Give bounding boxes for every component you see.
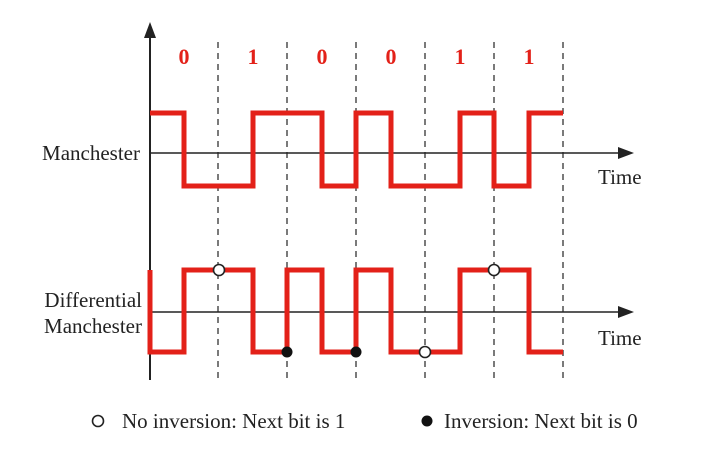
bit-boundaries	[217, 42, 564, 382]
differential-time-arrow-icon	[618, 306, 634, 318]
bit-label-2: 1	[248, 44, 259, 69]
differential-label-line2: Manchester	[44, 314, 142, 338]
differential-signal	[147, 267, 563, 355]
differential-label-line1: Differential	[44, 288, 142, 312]
bit-label-4: 0	[386, 44, 397, 69]
legend-inversion: Inversion: Next bit is 0	[444, 409, 638, 433]
inversion-marker	[350, 346, 362, 358]
no-inversion-marker	[418, 345, 432, 359]
bit-label-3: 0	[317, 44, 328, 69]
no-inversion-marker	[212, 263, 226, 277]
differential-time-label: Time	[598, 326, 642, 350]
manchester-time-arrow-icon	[618, 147, 634, 159]
no-inversion-marker	[487, 263, 501, 277]
inversion-marker	[281, 346, 293, 358]
bit-label-1: 0	[179, 44, 190, 69]
manchester-time-label: Time	[598, 165, 642, 189]
filled-circle-icon	[421, 415, 433, 427]
vertical-axis-arrow-icon	[144, 22, 156, 38]
legend: No inversion: Next bit is 1 Inversion: N…	[91, 409, 638, 433]
manchester-label: Manchester	[42, 141, 140, 165]
manchester-signal	[150, 110, 563, 189]
open-circle-icon	[91, 414, 105, 428]
legend-no-inversion: No inversion: Next bit is 1	[122, 409, 345, 433]
bit-labels: 0 1 0 0 1 1	[179, 44, 535, 69]
bit-label-6: 1	[524, 44, 535, 69]
bit-label-5: 1	[455, 44, 466, 69]
